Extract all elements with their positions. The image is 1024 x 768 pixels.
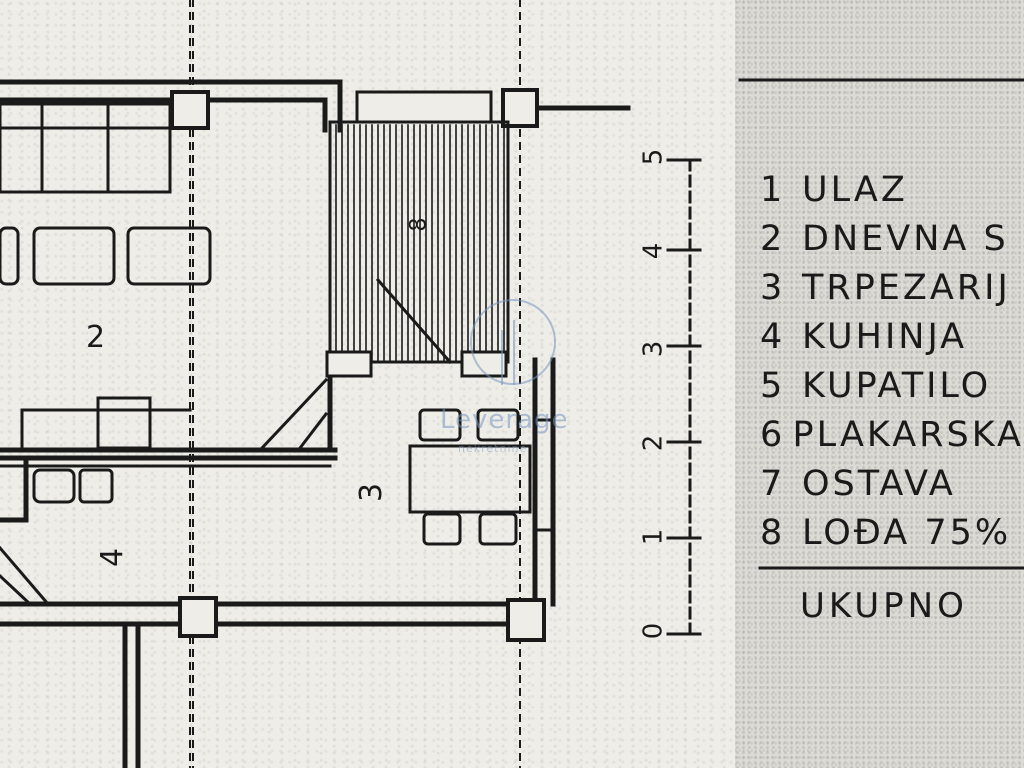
scale-label-0: 0 [638, 622, 669, 640]
door-swing [375, 277, 453, 365]
dining-table [408, 408, 556, 546]
furniture-top [0, 102, 332, 607]
scale-label-1: 1 [638, 528, 669, 546]
scale-bar-ticks [666, 158, 702, 636]
room-label-2: 2 [86, 320, 106, 355]
room-label-8: 8 [406, 217, 432, 232]
watermark-logo-icon [470, 299, 556, 385]
scale-label-5: 5 [638, 148, 669, 166]
legend-total-label: UKUPNO [800, 586, 968, 626]
window-top [355, 90, 493, 124]
watermark-sub: nekretnine [458, 442, 528, 455]
room-label-3: 3 [354, 482, 390, 503]
watermark-brand: Leverage [440, 405, 569, 435]
balcony-hatching [335, 124, 505, 361]
scale-label-4: 4 [638, 242, 669, 260]
scale-label-2: 2 [638, 434, 669, 452]
room-label-4: 4 [95, 547, 131, 568]
scale-label-3: 3 [638, 340, 669, 358]
legend-panel [735, 0, 1024, 768]
columns [170, 88, 546, 642]
door-jamb-left [325, 350, 373, 378]
